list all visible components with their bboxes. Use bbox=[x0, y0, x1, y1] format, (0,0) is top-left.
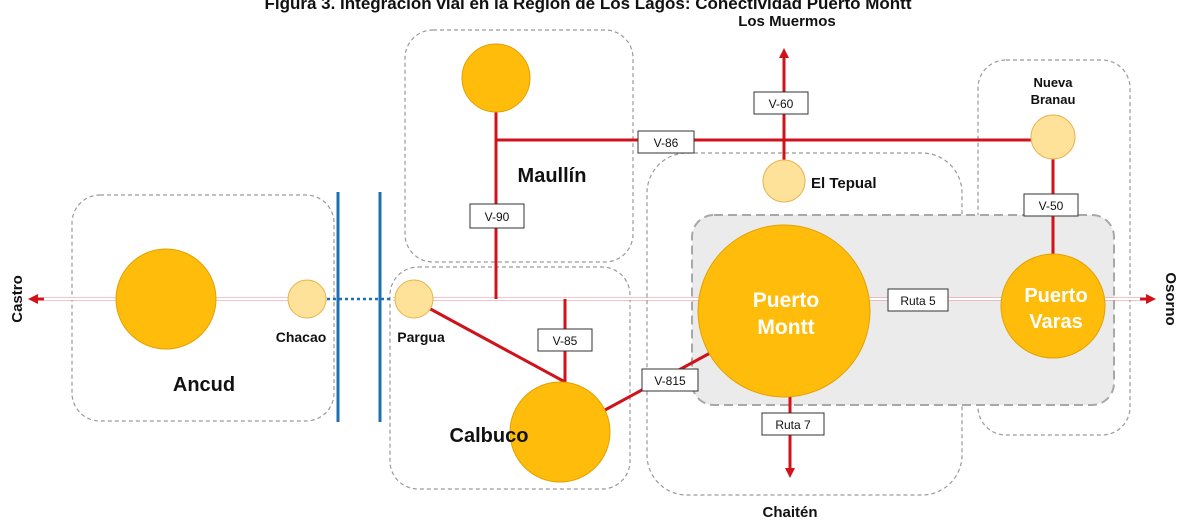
road-label-ruta7: Ruta 7 bbox=[761, 412, 825, 436]
road-label-v60-text: V-60 bbox=[769, 97, 794, 111]
town-el-tepual-marker bbox=[762, 159, 806, 203]
road-label-v90: V-90 bbox=[469, 203, 525, 229]
city-label-puerto-montt-line2: Montt bbox=[757, 316, 814, 339]
destination-label-west: Castro bbox=[9, 275, 26, 323]
road-pargua-calbuco bbox=[411, 297, 566, 384]
town-label-el-tepual: El Tepual bbox=[811, 175, 877, 192]
city-label-puerto-montt-line1: Puerto bbox=[753, 289, 820, 312]
city-label-puerto-varas-line2: Varas bbox=[1029, 311, 1082, 333]
town-label-nueva-branau-line1: Nueva bbox=[1033, 75, 1073, 90]
zone-calbuco bbox=[389, 266, 631, 490]
town-label-nueva-branau-line2: Branau bbox=[1031, 92, 1076, 107]
city-calbuco-marker bbox=[509, 381, 611, 483]
road-label-v815-text: V-815 bbox=[654, 374, 686, 388]
city-label-calbuco: Calbuco bbox=[450, 425, 529, 447]
road-label-ruta7-text: Ruta 7 bbox=[775, 418, 811, 432]
zone-ancud bbox=[71, 194, 335, 422]
zone-maullin bbox=[404, 29, 634, 263]
town-chacao-marker bbox=[287, 279, 327, 319]
road-label-v86-text: V-86 bbox=[654, 136, 679, 150]
town-label-pargua: Pargua bbox=[397, 329, 445, 345]
city-label-maullin: Maullín bbox=[518, 165, 587, 187]
city-puerto-varas-marker bbox=[1000, 253, 1106, 359]
city-maullin-marker bbox=[461, 43, 531, 113]
destination-label-south: Chaitén bbox=[762, 504, 817, 520]
road-label-v85-text: V-85 bbox=[553, 334, 578, 348]
destination-label-east: Osorno bbox=[1162, 272, 1177, 325]
town-nueva-branau-marker bbox=[1030, 114, 1076, 160]
road-label-v85: V-85 bbox=[537, 328, 593, 352]
road-label-v86: V-86 bbox=[637, 130, 695, 154]
city-ancud-marker bbox=[115, 248, 217, 350]
road-label-v815: V-815 bbox=[641, 368, 699, 392]
destination-label-north: Los Muermos bbox=[738, 13, 836, 30]
road-label-v60: V-60 bbox=[753, 91, 809, 115]
road-label-v90-text: V-90 bbox=[485, 210, 510, 224]
city-label-ancud: Ancud bbox=[173, 374, 235, 396]
diagram-title: Figura 3. Integración vial en la Región … bbox=[264, 0, 911, 13]
road-label-ruta5-text: Ruta 5 bbox=[900, 294, 936, 308]
town-label-chacao: Chacao bbox=[276, 329, 327, 345]
city-puerto-montt-marker bbox=[697, 224, 871, 398]
road-label-v50: V-50 bbox=[1023, 193, 1079, 217]
road-label-v50-text: V-50 bbox=[1039, 199, 1064, 213]
city-label-puerto-varas-line1: Puerto bbox=[1024, 285, 1087, 307]
town-pargua-marker bbox=[394, 279, 434, 319]
road-label-ruta5: Ruta 5 bbox=[887, 288, 949, 312]
